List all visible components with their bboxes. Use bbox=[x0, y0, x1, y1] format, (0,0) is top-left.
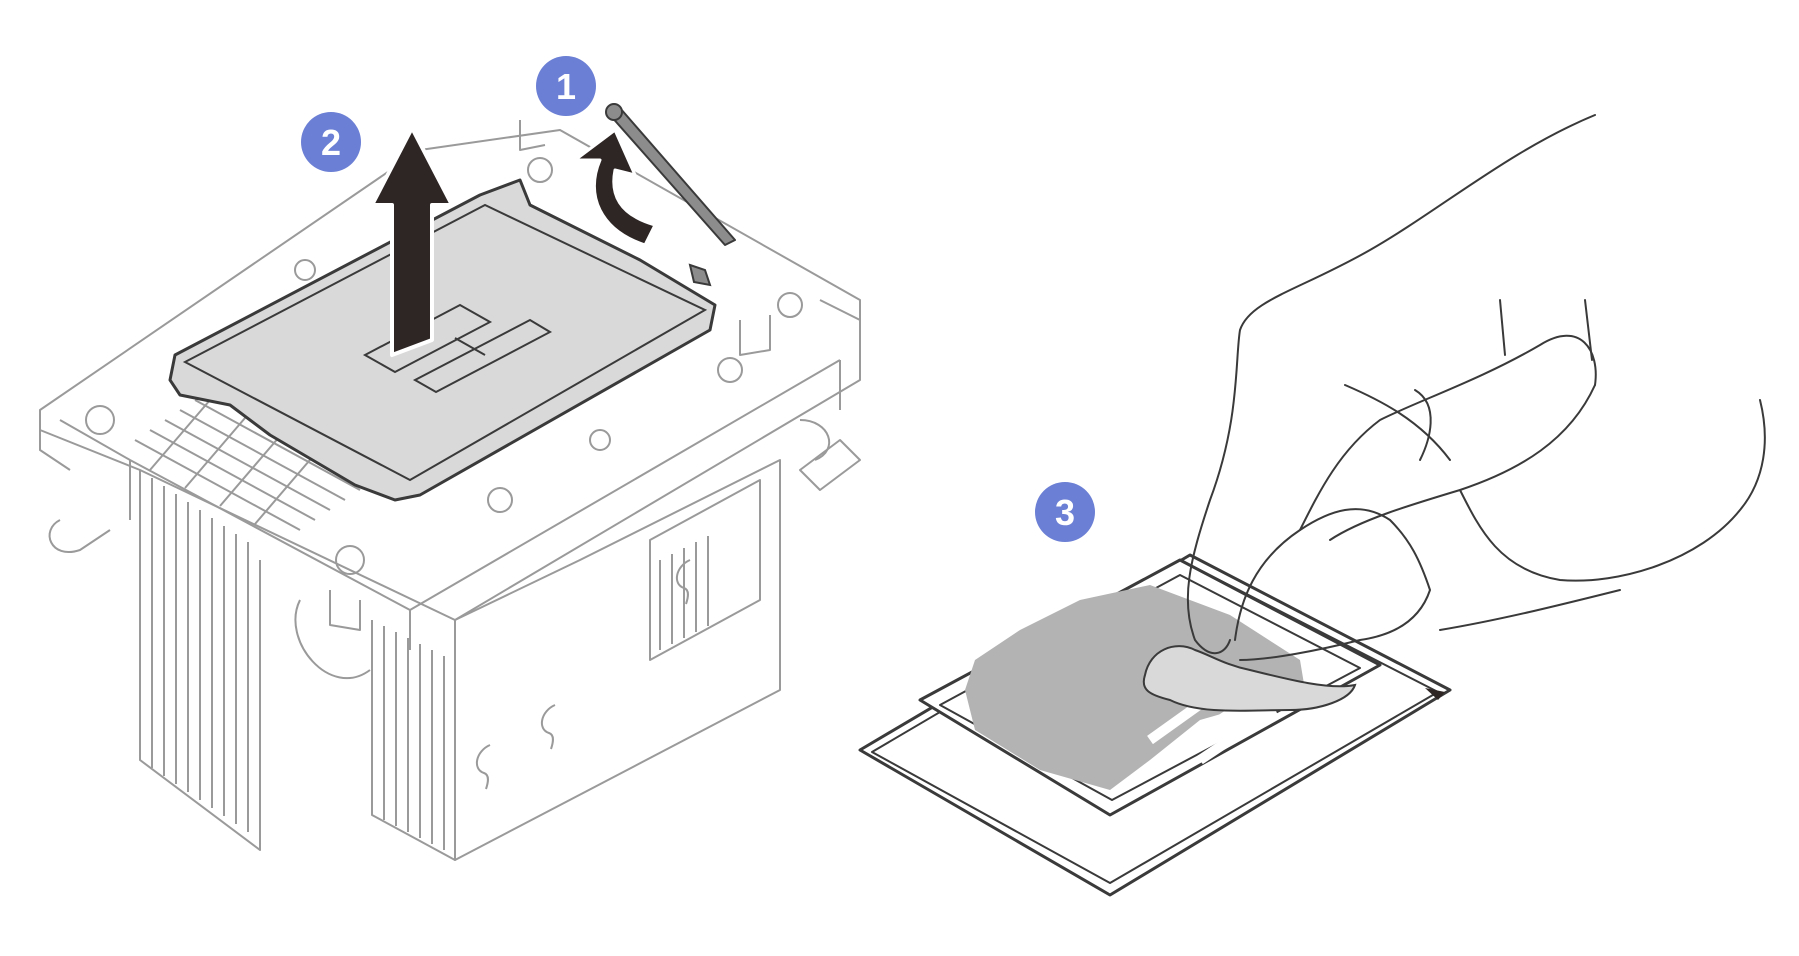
hand bbox=[1186, 114, 1766, 661]
callout-2: 2 bbox=[301, 112, 361, 172]
cleaning-pad bbox=[1142, 645, 1357, 712]
callout-1-label: 1 bbox=[556, 66, 576, 107]
release-lever bbox=[605, 103, 736, 287]
callout-3: 3 bbox=[1035, 482, 1095, 542]
callout-1-circle bbox=[536, 56, 596, 116]
heat-sink-body bbox=[454, 439, 861, 861]
processor-carrier bbox=[168, 178, 717, 502]
curved-arrow-icon bbox=[573, 128, 657, 247]
thermal-grease bbox=[965, 585, 1305, 790]
rotate-arrow bbox=[573, 128, 657, 247]
callout-1: 1 bbox=[536, 56, 596, 116]
callout-2-circle bbox=[301, 112, 361, 172]
up-arrow-icon bbox=[370, 126, 454, 357]
heat-sink-fins bbox=[139, 470, 456, 861]
callout-2-label: 2 bbox=[321, 122, 341, 163]
lift-arrow bbox=[370, 126, 454, 357]
callout-3-label: 3 bbox=[1055, 492, 1075, 533]
callout-3-circle bbox=[1035, 482, 1095, 542]
processor bbox=[858, 553, 1452, 897]
